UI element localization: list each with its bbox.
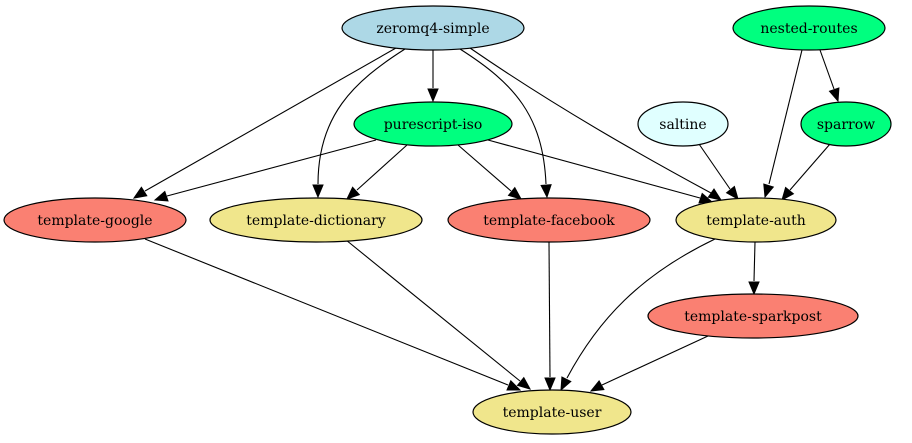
edge-template-dictionary-to-template-user bbox=[345, 239, 532, 390]
arrowhead-icon bbox=[132, 186, 148, 199]
arrowhead-icon bbox=[544, 377, 556, 392]
edge-zeromq4-simple-to-template-facebook bbox=[459, 48, 552, 199]
edge-sparrow-to-template-auth bbox=[781, 143, 831, 202]
edge-template-auth-to-template-user bbox=[560, 238, 716, 392]
edge-line bbox=[768, 49, 803, 185]
node-nested-routes: nested-routes bbox=[732, 5, 886, 51]
node-label: saltine bbox=[659, 117, 706, 133]
arrowhead-icon bbox=[153, 190, 169, 202]
edge-nested-routes-to-template-auth bbox=[763, 49, 803, 199]
arrowhead-icon bbox=[763, 183, 775, 199]
node-label: template-facebook bbox=[483, 213, 615, 229]
arrowhead-icon bbox=[560, 376, 572, 392]
node-ellipse bbox=[209, 197, 423, 243]
edge-line bbox=[356, 144, 408, 191]
node-template-facebook: template-facebook bbox=[447, 197, 651, 243]
node-zeromq4-simple: zeromq4-simple bbox=[341, 5, 525, 51]
edge-template-google-to-template-user bbox=[144, 238, 522, 391]
node-ellipse bbox=[447, 197, 651, 243]
graph-nodes: zeromq4-simple nested-routes purescript-is… bbox=[3, 5, 892, 435]
node-ellipse bbox=[472, 389, 632, 435]
node-label: template-google bbox=[37, 213, 152, 229]
arrowhead-icon bbox=[346, 186, 361, 200]
node-ellipse bbox=[341, 5, 525, 51]
edge-purescript-iso-to-template-auth bbox=[487, 139, 714, 204]
edge-purescript-iso-to-template-facebook bbox=[457, 144, 523, 200]
node-saltine: saltine bbox=[637, 101, 729, 147]
edge-line bbox=[753, 241, 756, 282]
arrowhead-icon bbox=[707, 188, 723, 201]
node-template-user: template-user bbox=[472, 389, 632, 435]
edge-line bbox=[819, 49, 835, 90]
edge-line bbox=[317, 48, 406, 185]
node-ellipse bbox=[675, 197, 837, 243]
node-label: purescript-iso bbox=[384, 117, 483, 133]
node-ellipse bbox=[637, 101, 729, 147]
node-label: sparrow bbox=[817, 117, 875, 133]
edge-template-sparkpost-to-template-user bbox=[589, 335, 709, 392]
edge-line bbox=[548, 241, 551, 378]
edge-line bbox=[601, 335, 709, 386]
edge-line bbox=[487, 139, 701, 199]
node-label: template-sparkpost bbox=[684, 309, 822, 325]
arrowhead-icon bbox=[781, 186, 795, 202]
edge-line bbox=[469, 47, 712, 194]
edge-nested-routes-to-sparrow bbox=[819, 49, 840, 103]
arrowhead-icon bbox=[516, 376, 532, 390]
edge-line bbox=[698, 143, 731, 190]
node-purescript-iso: purescript-iso bbox=[353, 101, 513, 147]
edge-template-facebook-to-template-user bbox=[544, 241, 556, 392]
edge-zeromq4-simple-to-purescript-iso bbox=[427, 50, 439, 103]
arrowhead-icon bbox=[427, 88, 439, 103]
node-ellipse bbox=[647, 293, 859, 339]
edge-zeromq4-simple-to-template-dictionary bbox=[312, 48, 406, 199]
edge-saltine-to-template-auth bbox=[698, 143, 739, 201]
edge-template-auth-to-template-sparkpost bbox=[748, 241, 760, 296]
node-template-dictionary: template-dictionary bbox=[209, 197, 423, 243]
node-ellipse bbox=[3, 197, 187, 243]
edge-line bbox=[166, 139, 377, 197]
arrowhead-icon bbox=[828, 87, 840, 103]
node-template-auth: template-auth bbox=[675, 197, 837, 243]
edge-line bbox=[144, 47, 397, 192]
arrowhead-icon bbox=[748, 281, 760, 296]
node-label: template-auth bbox=[706, 213, 806, 229]
edge-line bbox=[345, 239, 521, 382]
edge-zeromq4-simple-to-template-auth bbox=[469, 47, 723, 201]
edge-line bbox=[457, 144, 512, 192]
arrowhead-icon bbox=[312, 184, 324, 199]
arrowhead-icon bbox=[725, 185, 739, 201]
node-label: template-dictionary bbox=[246, 213, 385, 229]
node-label: zeromq4-simple bbox=[376, 21, 489, 37]
edge-purescript-iso-to-template-google bbox=[153, 139, 377, 202]
node-template-sparkpost: template-sparkpost bbox=[647, 293, 859, 339]
node-template-google: template-google bbox=[3, 197, 187, 243]
node-label: nested-routes bbox=[760, 21, 857, 37]
edge-line bbox=[566, 238, 716, 379]
graph-edges bbox=[132, 47, 840, 392]
arrowhead-icon bbox=[507, 186, 523, 200]
edge-zeromq4-simple-to-template-google bbox=[132, 47, 397, 199]
node-ellipse bbox=[353, 101, 513, 147]
node-label: template-user bbox=[503, 405, 602, 421]
edge-line bbox=[144, 238, 509, 386]
arrowhead-icon bbox=[540, 184, 552, 199]
node-sparrow: sparrow bbox=[800, 101, 892, 147]
edge-line bbox=[789, 143, 831, 191]
edge-line bbox=[459, 48, 547, 185]
arrowhead-icon bbox=[589, 380, 605, 392]
arrowhead-icon bbox=[506, 379, 522, 391]
node-ellipse bbox=[732, 5, 886, 51]
edge-purescript-iso-to-template-dictionary bbox=[346, 144, 408, 200]
node-ellipse bbox=[800, 101, 892, 147]
